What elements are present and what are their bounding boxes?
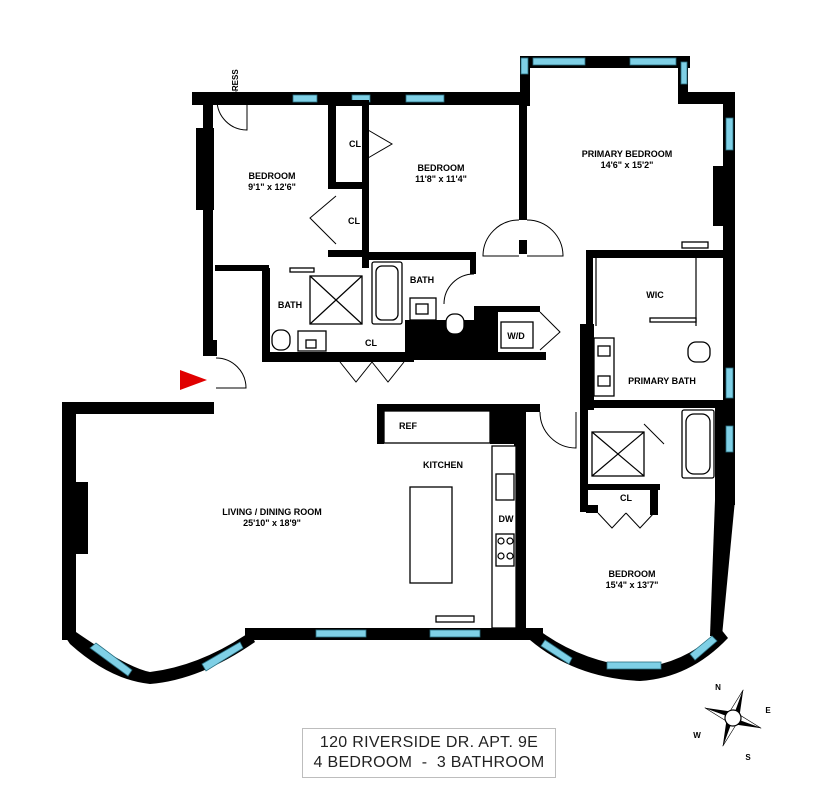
bedroom-se-label: BEDROOM [609, 569, 656, 579]
bedroom-n-label: BEDROOM [418, 163, 465, 173]
closet-label: CL [365, 338, 377, 348]
kitchen-label: KITCHEN [423, 460, 463, 470]
bedroom-n-dimensions: 11'8" x 11'4" [415, 174, 467, 184]
interior-walls [215, 92, 726, 632]
compass-west: W [693, 731, 701, 740]
bed-bath-summary: 4 BEDROOM - 3 BATHROOM [313, 754, 545, 771]
closet-label: CL [620, 493, 632, 503]
fixtures [271, 241, 715, 629]
closet-label: CL [348, 216, 360, 226]
compass-north: N [715, 683, 721, 692]
primary-bedroom-label: PRIMARY BEDROOM [582, 149, 673, 159]
address-text: 120 RIVERSIDE DR. APT. 9E [319, 734, 539, 751]
bath-label: BATH [278, 300, 302, 310]
living-dining-label: LIVING / DINING ROOM [222, 507, 322, 517]
primary-bedroom-dimensions: 14'6" x 15'2" [601, 160, 654, 170]
compass-east: E [765, 706, 771, 715]
bath-label: BATH [410, 275, 434, 285]
living-dining-dimensions: 25'10" x 18'9" [243, 518, 301, 528]
refrigerator-label: REF [399, 421, 418, 431]
doors [215, 99, 665, 529]
closet-label: CL [349, 139, 361, 149]
washer-dryer-label: W/D [507, 331, 525, 341]
dishwasher-label: DW [499, 514, 514, 524]
windows [89, 57, 734, 677]
compass-south: S [745, 753, 751, 762]
primary-bath-label: PRIMARY BATH [628, 376, 696, 386]
listing-info-box: 120 RIVERSIDE DR. APT. 9E 4 BEDROOM - 3 … [302, 728, 556, 778]
closet-label: CL [501, 416, 513, 426]
compass-rose-icon [704, 689, 762, 747]
bedroom-nw-label: BEDROOM [249, 171, 296, 181]
wic-label: WIC [646, 290, 664, 300]
bedroom-se-dimensions: 15'4" x 13'7" [606, 580, 659, 590]
room-labels: EGRESS BEDROOM 9'1" x 12'6" BEDROOM 11'8… [222, 69, 696, 590]
bedroom-nw-dimensions: 9'1" x 12'6" [248, 182, 296, 192]
egress-label: EGRESS [231, 69, 240, 103]
entry-arrow-icon [180, 370, 207, 390]
